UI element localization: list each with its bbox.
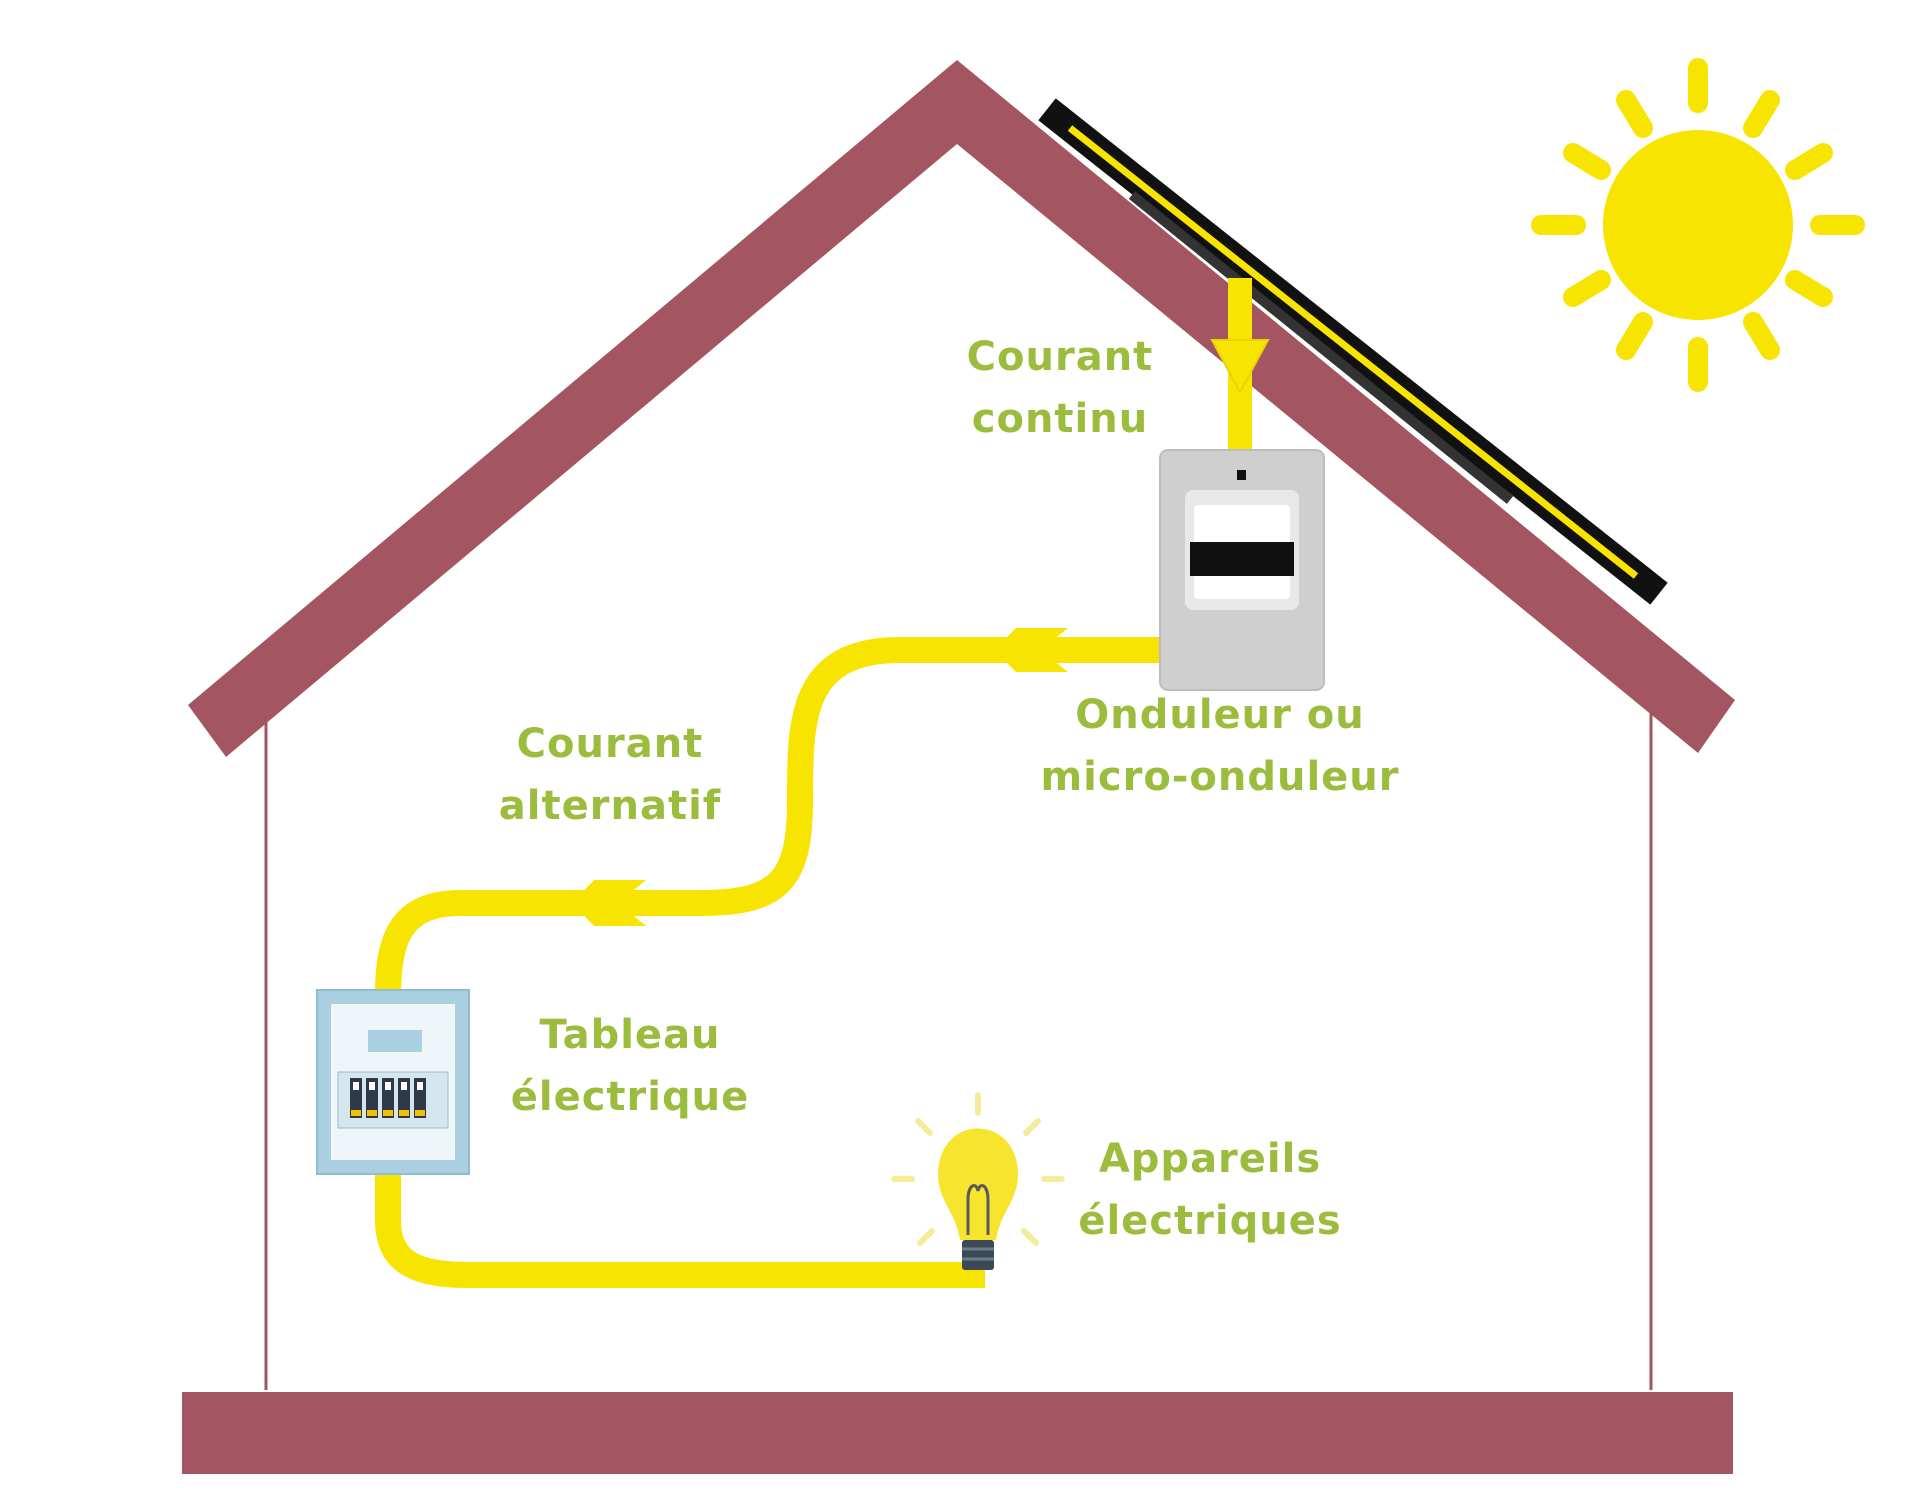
ground-slab bbox=[182, 1392, 1733, 1474]
dc-current-label-line2: continu bbox=[971, 396, 1149, 442]
inverter-label-line2: micro-onduleur bbox=[1040, 754, 1400, 800]
dc-current-line bbox=[1210, 278, 1270, 455]
electrical-panel-label-line1: Tableau bbox=[539, 1012, 721, 1058]
light-bulb-icon bbox=[891, 1092, 1065, 1270]
arrow-left-icon bbox=[994, 628, 1068, 672]
electrical-panel-icon bbox=[316, 989, 470, 1175]
electrical-panel-label-line2: électrique bbox=[510, 1074, 750, 1120]
ac-current-label: Courant alternatif bbox=[480, 713, 740, 837]
ac-current-line bbox=[375, 637, 1170, 996]
dc-current-label-line1: Courant bbox=[966, 334, 1154, 380]
ac-current-label-line1: Courant bbox=[516, 721, 704, 767]
appliances-label: Appareils électriques bbox=[1050, 1128, 1370, 1252]
dc-current-label: Courant continu bbox=[930, 326, 1190, 450]
appliances-label-line2: électriques bbox=[1078, 1198, 1342, 1244]
appliances-label-line1: Appareils bbox=[1098, 1136, 1322, 1182]
arrow-left-icon bbox=[572, 880, 646, 926]
arrow-down-icon bbox=[1210, 339, 1270, 395]
inverter-icon bbox=[1159, 449, 1325, 691]
electrical-panel-label: Tableau électrique bbox=[490, 1004, 770, 1128]
ac-current-label-line2: alternatif bbox=[498, 783, 722, 829]
inverter-label-line1: Onduleur ou bbox=[1075, 692, 1365, 738]
inverter-label: Onduleur ou micro-onduleur bbox=[1020, 684, 1420, 808]
appliance-current-line bbox=[375, 1175, 985, 1288]
sun-icon bbox=[1531, 58, 1865, 392]
solar-panel-icon bbox=[1038, 98, 1668, 605]
